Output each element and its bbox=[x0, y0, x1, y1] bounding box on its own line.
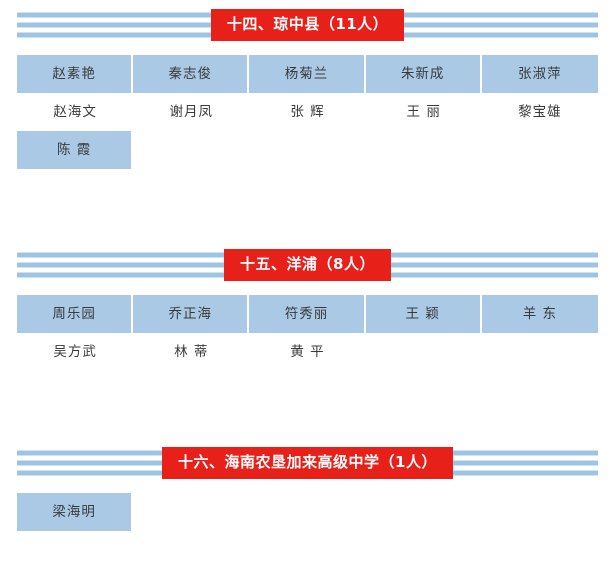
name-cell[interactable]: 符秀丽 bbox=[249, 295, 366, 333]
section-banner: 十四、琼中县（11人） bbox=[0, 5, 615, 45]
name-grid: 赵素艳 秦志俊 杨菊兰 朱新成 张淑萍 赵海文 谢月凤 张 辉 王 丽 黎宝雄 … bbox=[17, 55, 598, 169]
name-cell[interactable]: 黄 平 bbox=[249, 333, 366, 371]
name-cell[interactable]: 王 丽 bbox=[365, 93, 482, 131]
name-grid-wrapper: 赵素艳 秦志俊 杨菊兰 朱新成 张淑萍 赵海文 谢月凤 张 辉 王 丽 黎宝雄 … bbox=[0, 55, 615, 169]
name-grid-wrapper: 周乐园 乔正海 符秀丽 王 颖 羊 东 吴方武 林 蒂 黄 平 bbox=[0, 295, 615, 371]
section-banner: 十六、海南农垦加来高级中学（1人） bbox=[0, 443, 615, 483]
name-cell-empty bbox=[249, 131, 365, 169]
name-cell-empty bbox=[249, 493, 365, 531]
section-title: 十四、琼中县（11人） bbox=[210, 9, 405, 41]
name-grid: 周乐园 乔正海 符秀丽 王 颖 羊 东 吴方武 林 蒂 黄 平 bbox=[17, 295, 598, 371]
name-cell[interactable]: 张淑萍 bbox=[481, 55, 598, 93]
section-banner: 十五、洋浦（8人） bbox=[0, 245, 615, 285]
section-title: 十五、洋浦（8人） bbox=[224, 249, 391, 281]
section-qiongzhong: 十四、琼中县（11人） 赵素艳 秦志俊 杨菊兰 朱新成 张淑萍 赵海文 谢月凤 … bbox=[0, 5, 615, 169]
name-cell[interactable]: 谢月凤 bbox=[133, 93, 250, 131]
name-cell-empty bbox=[366, 333, 482, 371]
name-cell[interactable]: 梁海明 bbox=[17, 493, 134, 531]
name-cell[interactable]: 张 辉 bbox=[249, 93, 366, 131]
name-cell[interactable]: 林 蒂 bbox=[133, 333, 250, 371]
name-cell-empty bbox=[133, 493, 249, 531]
name-cell-empty bbox=[366, 493, 482, 531]
section-title: 十六、海南农垦加来高级中学（1人） bbox=[162, 447, 453, 479]
name-cell[interactable]: 王 颖 bbox=[365, 295, 482, 333]
name-cell[interactable]: 乔正海 bbox=[133, 295, 250, 333]
name-cell[interactable]: 秦志俊 bbox=[133, 55, 250, 93]
name-grid: 梁海明 bbox=[17, 493, 598, 531]
name-cell[interactable]: 朱新成 bbox=[365, 55, 482, 93]
name-grid-wrapper: 梁海明 bbox=[0, 493, 615, 531]
name-cell[interactable]: 赵海文 bbox=[17, 93, 134, 131]
section-jialai: 十六、海南农垦加来高级中学（1人） 梁海明 bbox=[0, 443, 615, 531]
name-cell-empty bbox=[366, 131, 482, 169]
name-cell-empty bbox=[133, 131, 249, 169]
name-cell[interactable]: 周乐园 bbox=[17, 295, 134, 333]
name-cell[interactable]: 杨菊兰 bbox=[249, 55, 366, 93]
name-cell[interactable]: 羊 东 bbox=[481, 295, 598, 333]
name-cell-empty bbox=[482, 333, 598, 371]
name-cell[interactable]: 黎宝雄 bbox=[481, 93, 598, 131]
name-cell-empty bbox=[482, 493, 598, 531]
name-cell[interactable]: 陈 霞 bbox=[17, 131, 134, 169]
name-cell[interactable]: 吴方武 bbox=[17, 333, 134, 371]
section-yangpu: 十五、洋浦（8人） 周乐园 乔正海 符秀丽 王 颖 羊 东 吴方武 林 蒂 黄 … bbox=[0, 245, 615, 371]
name-cell[interactable]: 赵素艳 bbox=[17, 55, 134, 93]
name-cell-empty bbox=[482, 131, 598, 169]
